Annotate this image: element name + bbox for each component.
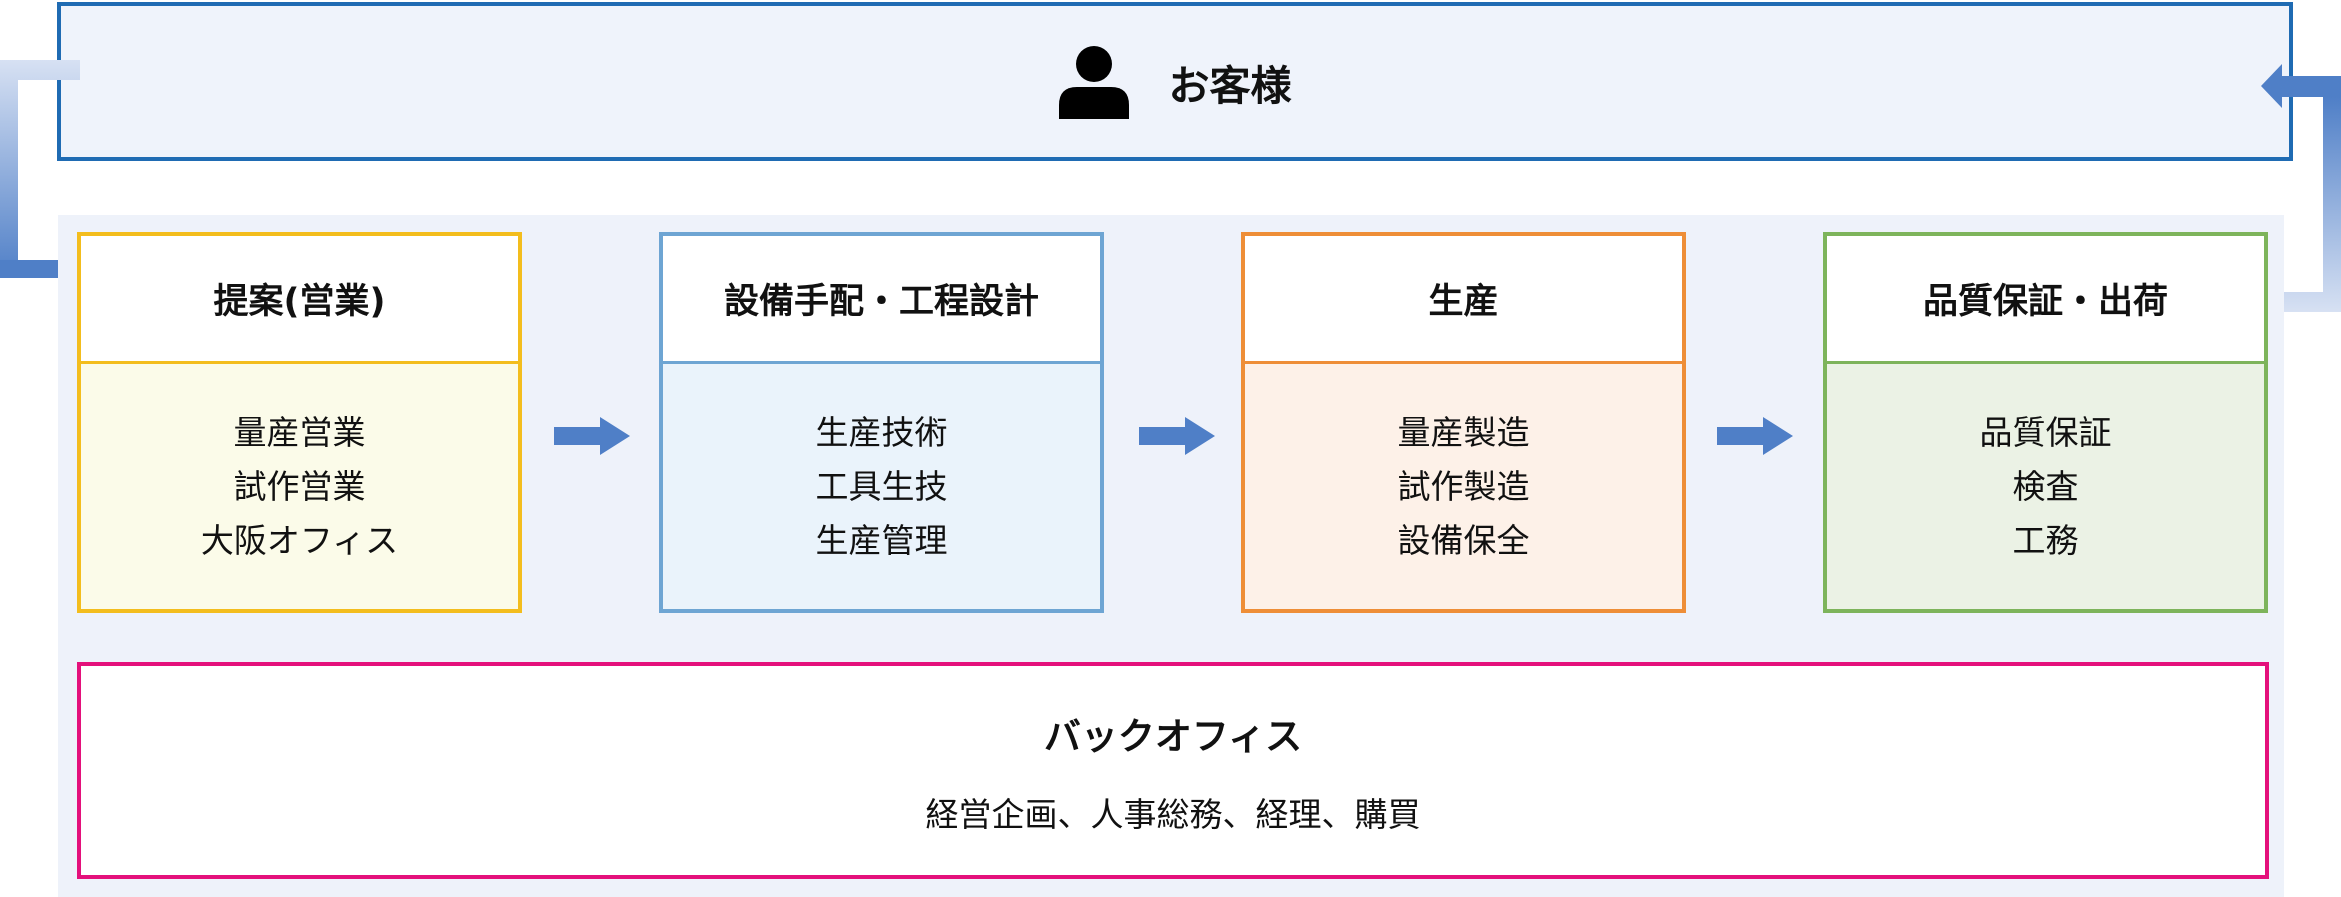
step-title: 提案(営業) <box>81 236 518 364</box>
customer-label: お客様 <box>1168 61 1292 110</box>
back-office-title: バックオフィス <box>1043 714 1303 758</box>
step-item: 生産管理 <box>815 521 948 560</box>
back-office-departments: 経営企画、人事総務、経理、購買 <box>925 794 1421 834</box>
step-body: 量産営業 試作営業 大阪オフィス <box>81 364 518 609</box>
step-card-production: 生産 量産製造 試作製造 設備保全 <box>1241 232 1686 613</box>
step-item: 検査 <box>2012 467 2079 506</box>
step-title: 生産 <box>1245 236 1682 364</box>
right-connector-arrow <box>2261 64 2341 312</box>
step-body: 量産製造 試作製造 設備保全 <box>1245 364 1682 609</box>
step-card-equipment-design: 設備手配・工程設計 生産技術 工具生技 生産管理 <box>659 232 1104 613</box>
step-card-sales: 提案(営業) 量産営業 試作営業 大阪オフィス <box>77 232 522 613</box>
step-arrow-3 <box>1717 417 1793 455</box>
step-item: 品質保証 <box>1979 413 2112 452</box>
step-body: 生産技術 工具生技 生産管理 <box>663 364 1100 609</box>
step-title: 品質保証・出荷 <box>1827 236 2264 364</box>
step-item: 試作営業 <box>233 467 366 506</box>
step-item: 量産製造 <box>1397 413 1530 452</box>
step-item: 工具生技 <box>815 467 948 506</box>
step-card-quality-shipping: 品質保証・出荷 品質保証 検査 工務 <box>1823 232 2268 613</box>
step-body: 品質保証 検査 工務 <box>1827 364 2264 609</box>
step-arrow-2 <box>1139 417 1215 455</box>
step-item: 試作製造 <box>1397 467 1530 506</box>
step-arrow-1 <box>554 417 630 455</box>
customer-box: お客様 <box>57 2 2293 161</box>
step-item: 生産技術 <box>815 413 948 452</box>
step-item: 量産営業 <box>233 413 366 452</box>
step-item: 大阪オフィス <box>200 521 399 560</box>
step-item: 設備保全 <box>1397 521 1530 560</box>
person-icon <box>1058 45 1129 119</box>
back-office-box: バックオフィス 経営企画、人事総務、経理、購買 <box>77 662 2269 879</box>
step-title: 設備手配・工程設計 <box>663 236 1100 364</box>
step-item: 工務 <box>2012 521 2079 560</box>
